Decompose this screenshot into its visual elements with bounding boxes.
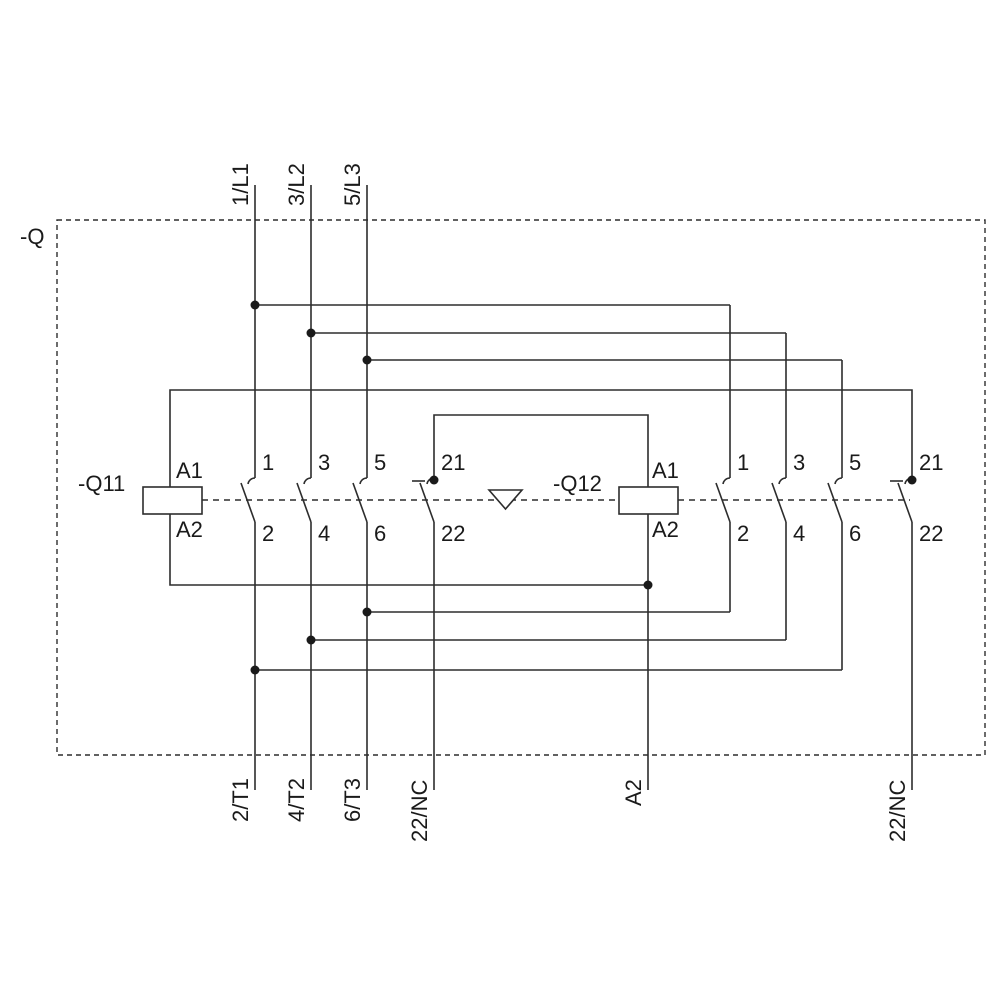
q12-aux-bottom-number: 22 xyxy=(919,521,943,546)
wire-net-t2-crossover xyxy=(310,522,787,790)
wire-net-l3 xyxy=(366,185,843,478)
q12-pole3-top-number: 5 xyxy=(849,450,861,475)
q11-terminal-numbers: 1 2 3 4 5 6 21 22 xyxy=(262,450,465,546)
wire-net-t3-crossover xyxy=(366,522,731,790)
q11-pole2-top-number: 3 xyxy=(318,450,330,475)
q12-pole1-bottom-number: 2 xyxy=(737,521,749,546)
junction-dot xyxy=(306,328,316,338)
junction-dots xyxy=(250,300,917,675)
q11-coil-a1-label: A1 xyxy=(176,458,203,483)
contact-hook xyxy=(834,477,843,485)
q12-contacts xyxy=(715,477,913,523)
contact-arm xyxy=(897,482,913,523)
contact-hook xyxy=(303,477,312,485)
contact-q12-pole1 xyxy=(715,477,731,523)
q12-pole1-top-number: 1 xyxy=(737,450,749,475)
junction-dot xyxy=(306,635,316,645)
terminal-label-22NC-left: 22/NC xyxy=(407,780,432,842)
junction-dot xyxy=(250,665,260,675)
enclosure-label: -Q xyxy=(20,224,44,249)
q11-aux-top-number: 21 xyxy=(441,450,465,475)
mechanical-interlock-triangle-icon xyxy=(487,489,524,511)
control-wiring xyxy=(169,389,913,790)
q11-name-label: -Q11 xyxy=(78,471,125,496)
wire-a2-common xyxy=(169,514,649,790)
terminal-label-1L1: 1/L1 xyxy=(228,163,253,206)
q12-terminal-numbers: 1 2 3 4 5 6 21 22 xyxy=(737,450,943,546)
top-terminal-labels: 1/L1 3/L2 5/L3 xyxy=(228,163,365,206)
terminal-label-4T2: 4/T2 xyxy=(284,778,309,822)
contact-arm xyxy=(296,482,312,523)
q11-coil-a2-label: A2 xyxy=(176,517,203,542)
contact-arm xyxy=(419,482,435,523)
contact-hook xyxy=(359,477,368,485)
contact-q12-pole3 xyxy=(827,477,843,523)
mechanical-linkage xyxy=(202,489,910,511)
contact-q12-pole2 xyxy=(771,477,787,523)
q12-coil-a1-label: A1 xyxy=(652,458,679,483)
q12-name-label: -Q12 xyxy=(553,471,602,496)
q12-coil-a2-label: A2 xyxy=(652,517,679,542)
q12-pole2-top-number: 3 xyxy=(793,450,805,475)
q11-coil-box xyxy=(142,486,203,515)
bottom-terminal-labels: 2/T1 4/T2 6/T3 22/NC A2 22/NC xyxy=(228,778,910,842)
power-wiring xyxy=(254,185,843,790)
contact-arm xyxy=(352,482,368,523)
enclosure-dashed-border xyxy=(56,219,986,756)
q11-pole1-bottom-number: 2 xyxy=(262,521,274,546)
contact-q11-pole1 xyxy=(240,477,256,523)
q11-aux-bottom-number: 22 xyxy=(441,521,465,546)
q12-coil-box xyxy=(618,486,679,515)
junction-dot xyxy=(362,355,372,365)
q11-pole3-bottom-number: 6 xyxy=(374,521,386,546)
contact-arm xyxy=(715,482,731,523)
wire-net-t1-crossover xyxy=(254,522,843,790)
contact-q11-pole2 xyxy=(296,477,312,523)
contact-hook xyxy=(778,477,787,485)
contact-arm xyxy=(240,482,256,523)
terminal-label-5L3: 5/L3 xyxy=(340,163,365,206)
terminal-label-A2: A2 xyxy=(621,779,646,806)
q12-pole3-bottom-number: 6 xyxy=(849,521,861,546)
q12-pole2-bottom-number: 4 xyxy=(793,521,805,546)
wire-net-l1 xyxy=(254,185,731,478)
terminal-label-22NC-right: 22/NC xyxy=(885,780,910,842)
q11-pole3-top-number: 5 xyxy=(374,450,386,475)
q11-pole2-bottom-number: 4 xyxy=(318,521,330,546)
junction-dot xyxy=(643,580,653,590)
junction-dot xyxy=(250,300,260,310)
contact-arm xyxy=(771,482,787,523)
wire-q11-nc-to-q12-coil-a1 xyxy=(433,414,649,487)
contact-q11-pole3 xyxy=(352,477,368,523)
wire-net-l2 xyxy=(310,185,787,478)
junction-dot xyxy=(362,607,372,617)
wire-q11-coil-a1-to-q12-nc xyxy=(169,389,913,487)
terminal-label-3L2: 3/L2 xyxy=(284,163,309,206)
junction-dot xyxy=(907,475,917,485)
terminal-label-6T3: 6/T3 xyxy=(340,778,365,822)
contact-arm xyxy=(827,482,843,523)
contact-hook xyxy=(722,477,731,485)
q11-pole1-top-number: 1 xyxy=(262,450,274,475)
q11-contacts xyxy=(240,477,435,523)
junction-dot xyxy=(429,475,439,485)
q12-aux-top-number: 21 xyxy=(919,450,943,475)
contact-hook xyxy=(247,477,256,485)
terminal-label-2T1: 2/T1 xyxy=(228,778,253,822)
